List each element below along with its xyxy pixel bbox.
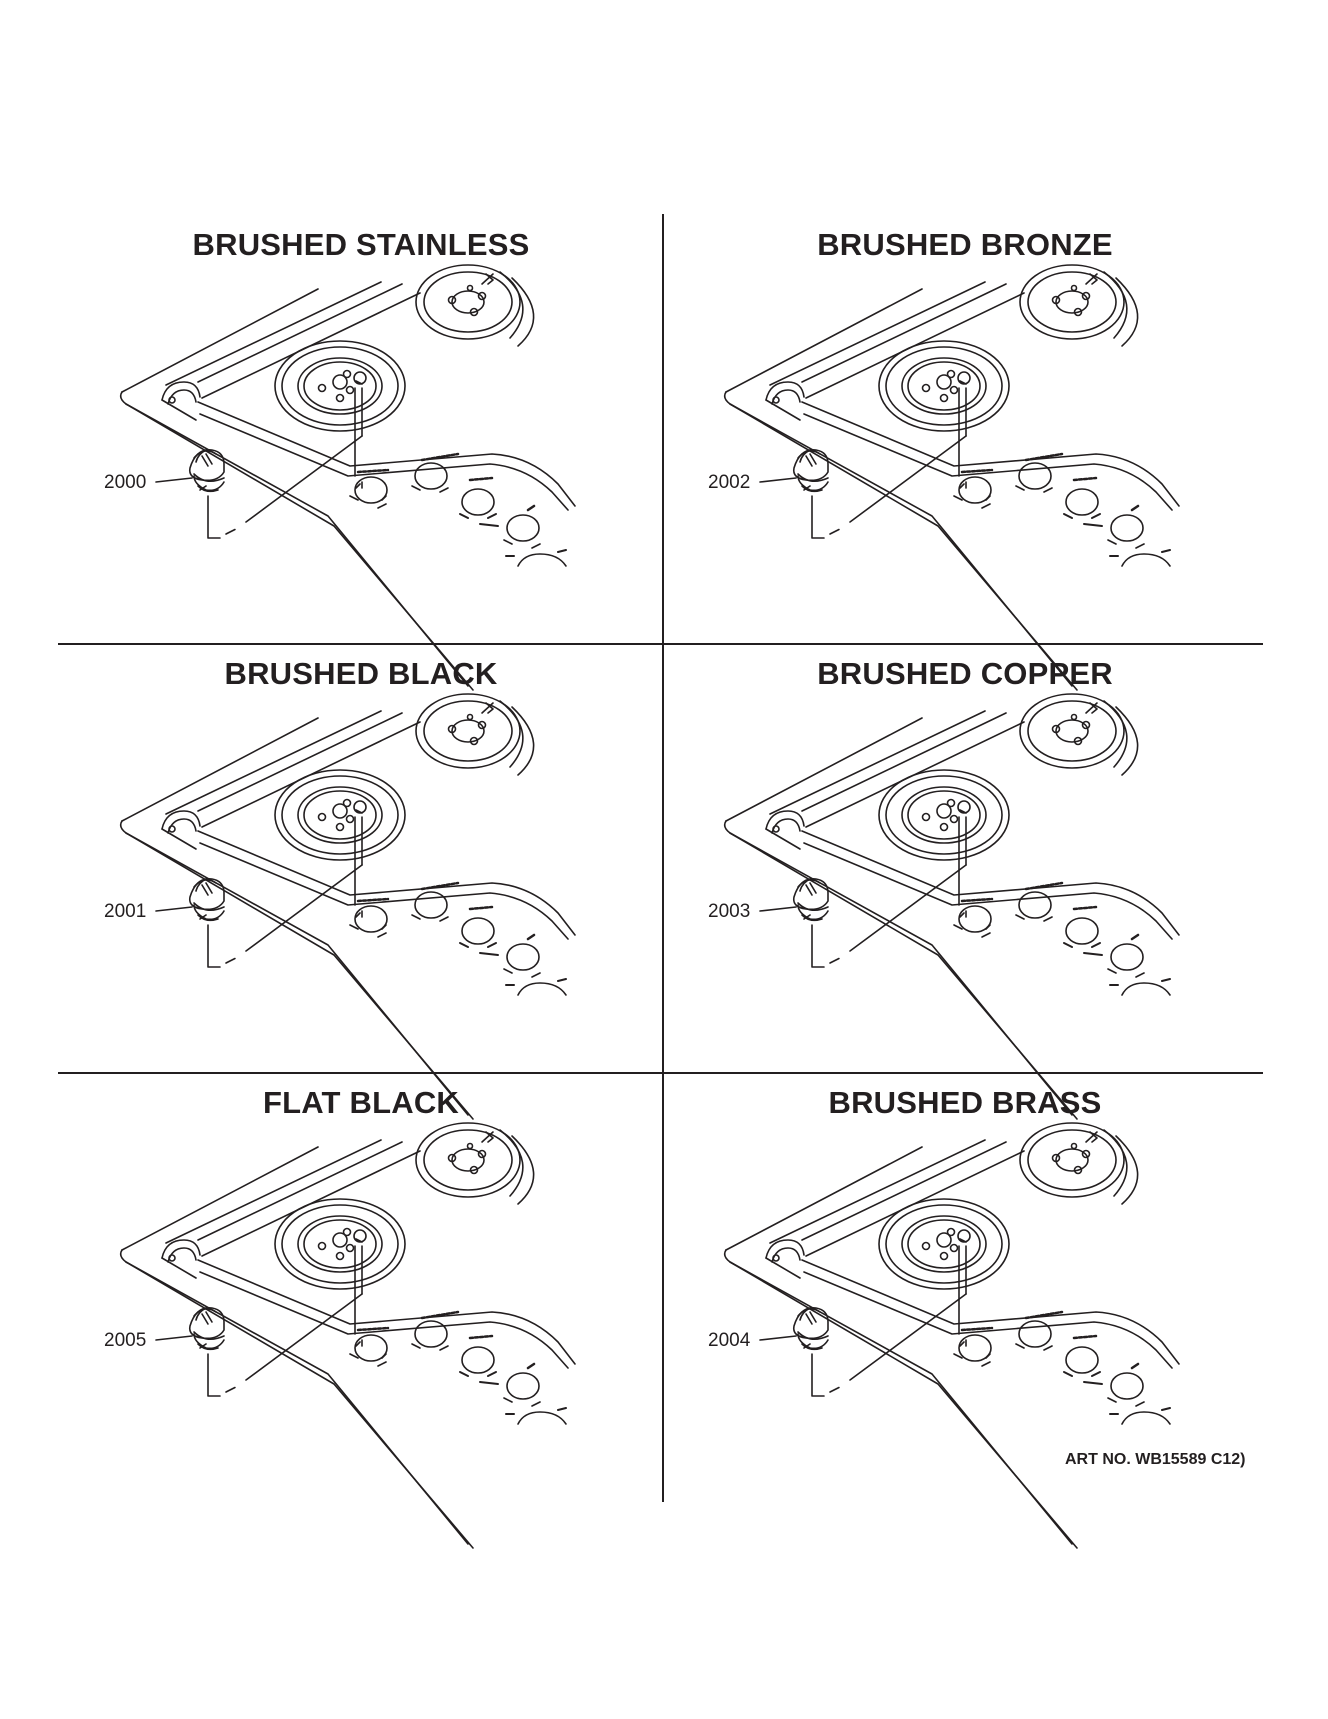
control-knob-markings [953, 881, 1171, 996]
rear-burner [1019, 693, 1139, 776]
knob-explode-line [207, 380, 363, 539]
cooktop-outline [723, 281, 1180, 691]
callout-leader [155, 906, 193, 912]
control-knob-diagram [188, 1307, 225, 1351]
panel-title: FLAT BLACK [263, 1085, 459, 1120]
cooktop-drawing: 2002 [708, 264, 1180, 691]
control-knob-markings [349, 1310, 567, 1425]
rear-burner [1019, 1122, 1139, 1205]
rear-burner [415, 264, 535, 347]
front-burner [878, 340, 1010, 432]
front-burner [878, 1198, 1010, 1290]
control-knob-markings [953, 452, 1171, 567]
control-knob-diagram [792, 878, 829, 922]
front-burner [274, 340, 406, 432]
control-knob-diagram [188, 878, 225, 922]
panel-brushed-copper: BRUSHED COPPER [664, 643, 1266, 1120]
cooktop-drawing: 2001 [104, 693, 576, 1120]
vertical-divider [662, 214, 664, 1502]
callout-label: 2003 [708, 901, 750, 922]
callout-leader [155, 1335, 193, 1341]
rear-burner [1019, 264, 1139, 347]
knob-explode-line [811, 1238, 967, 1397]
control-knob-diagram [188, 449, 225, 493]
callout-label: 2004 [708, 1330, 751, 1351]
cooktop-outline [723, 710, 1180, 1120]
control-knob-markings [349, 452, 567, 567]
panel-brushed-stainless: BRUSHED STAINLESS [60, 214, 662, 691]
rear-burner [415, 693, 535, 776]
knob-explode-line [207, 809, 363, 968]
callout-label: 2002 [708, 472, 750, 493]
horizontal-divider-1 [58, 643, 1263, 645]
front-burner [274, 1198, 406, 1290]
panel-title: BRUSHED BRASS [828, 1085, 1102, 1120]
callout-leader [759, 906, 797, 912]
cooktop-outline [119, 1139, 576, 1549]
knob-explode-line [811, 809, 967, 968]
panel-title: BRUSHED COPPER [817, 656, 1113, 691]
panel-title: BRUSHED BRONZE [817, 227, 1113, 262]
control-knob-markings [953, 1310, 1171, 1425]
panel-title: BRUSHED BLACK [224, 656, 498, 691]
callout-leader [759, 1335, 797, 1341]
panel-brushed-brass: BRUSHED BRASS [664, 1072, 1266, 1549]
callout-leader [155, 477, 193, 483]
screw-hole [168, 825, 176, 833]
panel-brushed-black: BRUSHED BLACK [60, 643, 662, 1120]
front-burner [274, 769, 406, 861]
knob-explode-line [811, 380, 967, 539]
screw-hole [168, 396, 176, 404]
cooktop-outline [119, 710, 576, 1120]
screw-hole [168, 1254, 176, 1262]
control-knob-diagram [792, 1307, 829, 1351]
panel-title: BRUSHED STAINLESS [192, 227, 530, 262]
panel-brushed-bronze: BRUSHED BRONZE [664, 214, 1266, 691]
callout-label: 2001 [104, 901, 146, 922]
cooktop-outline [723, 1139, 1180, 1549]
panel-flat-black: FLAT BLACK [60, 1072, 662, 1549]
front-burner [878, 769, 1010, 861]
screw-hole [772, 396, 780, 404]
cooktop-drawing: 2000 [104, 264, 576, 691]
cooktop-outline [119, 281, 576, 691]
callout-label: 2000 [104, 472, 146, 493]
control-knob-diagram [792, 449, 829, 493]
control-knob-markings [349, 881, 567, 996]
screw-hole [772, 1254, 780, 1262]
knob-explode-line [207, 1238, 363, 1397]
cooktop-drawing: 2004 [708, 1122, 1180, 1549]
art-number: ART NO. WB15589 C12) [1065, 1451, 1246, 1468]
horizontal-divider-2 [58, 1072, 1263, 1074]
screw-hole [772, 825, 780, 833]
cooktop-drawing: 2005 [104, 1122, 576, 1549]
callout-leader [759, 477, 797, 483]
callout-label: 2005 [104, 1330, 146, 1351]
cooktop-drawing: 2003 [708, 693, 1180, 1120]
rear-burner [415, 1122, 535, 1205]
